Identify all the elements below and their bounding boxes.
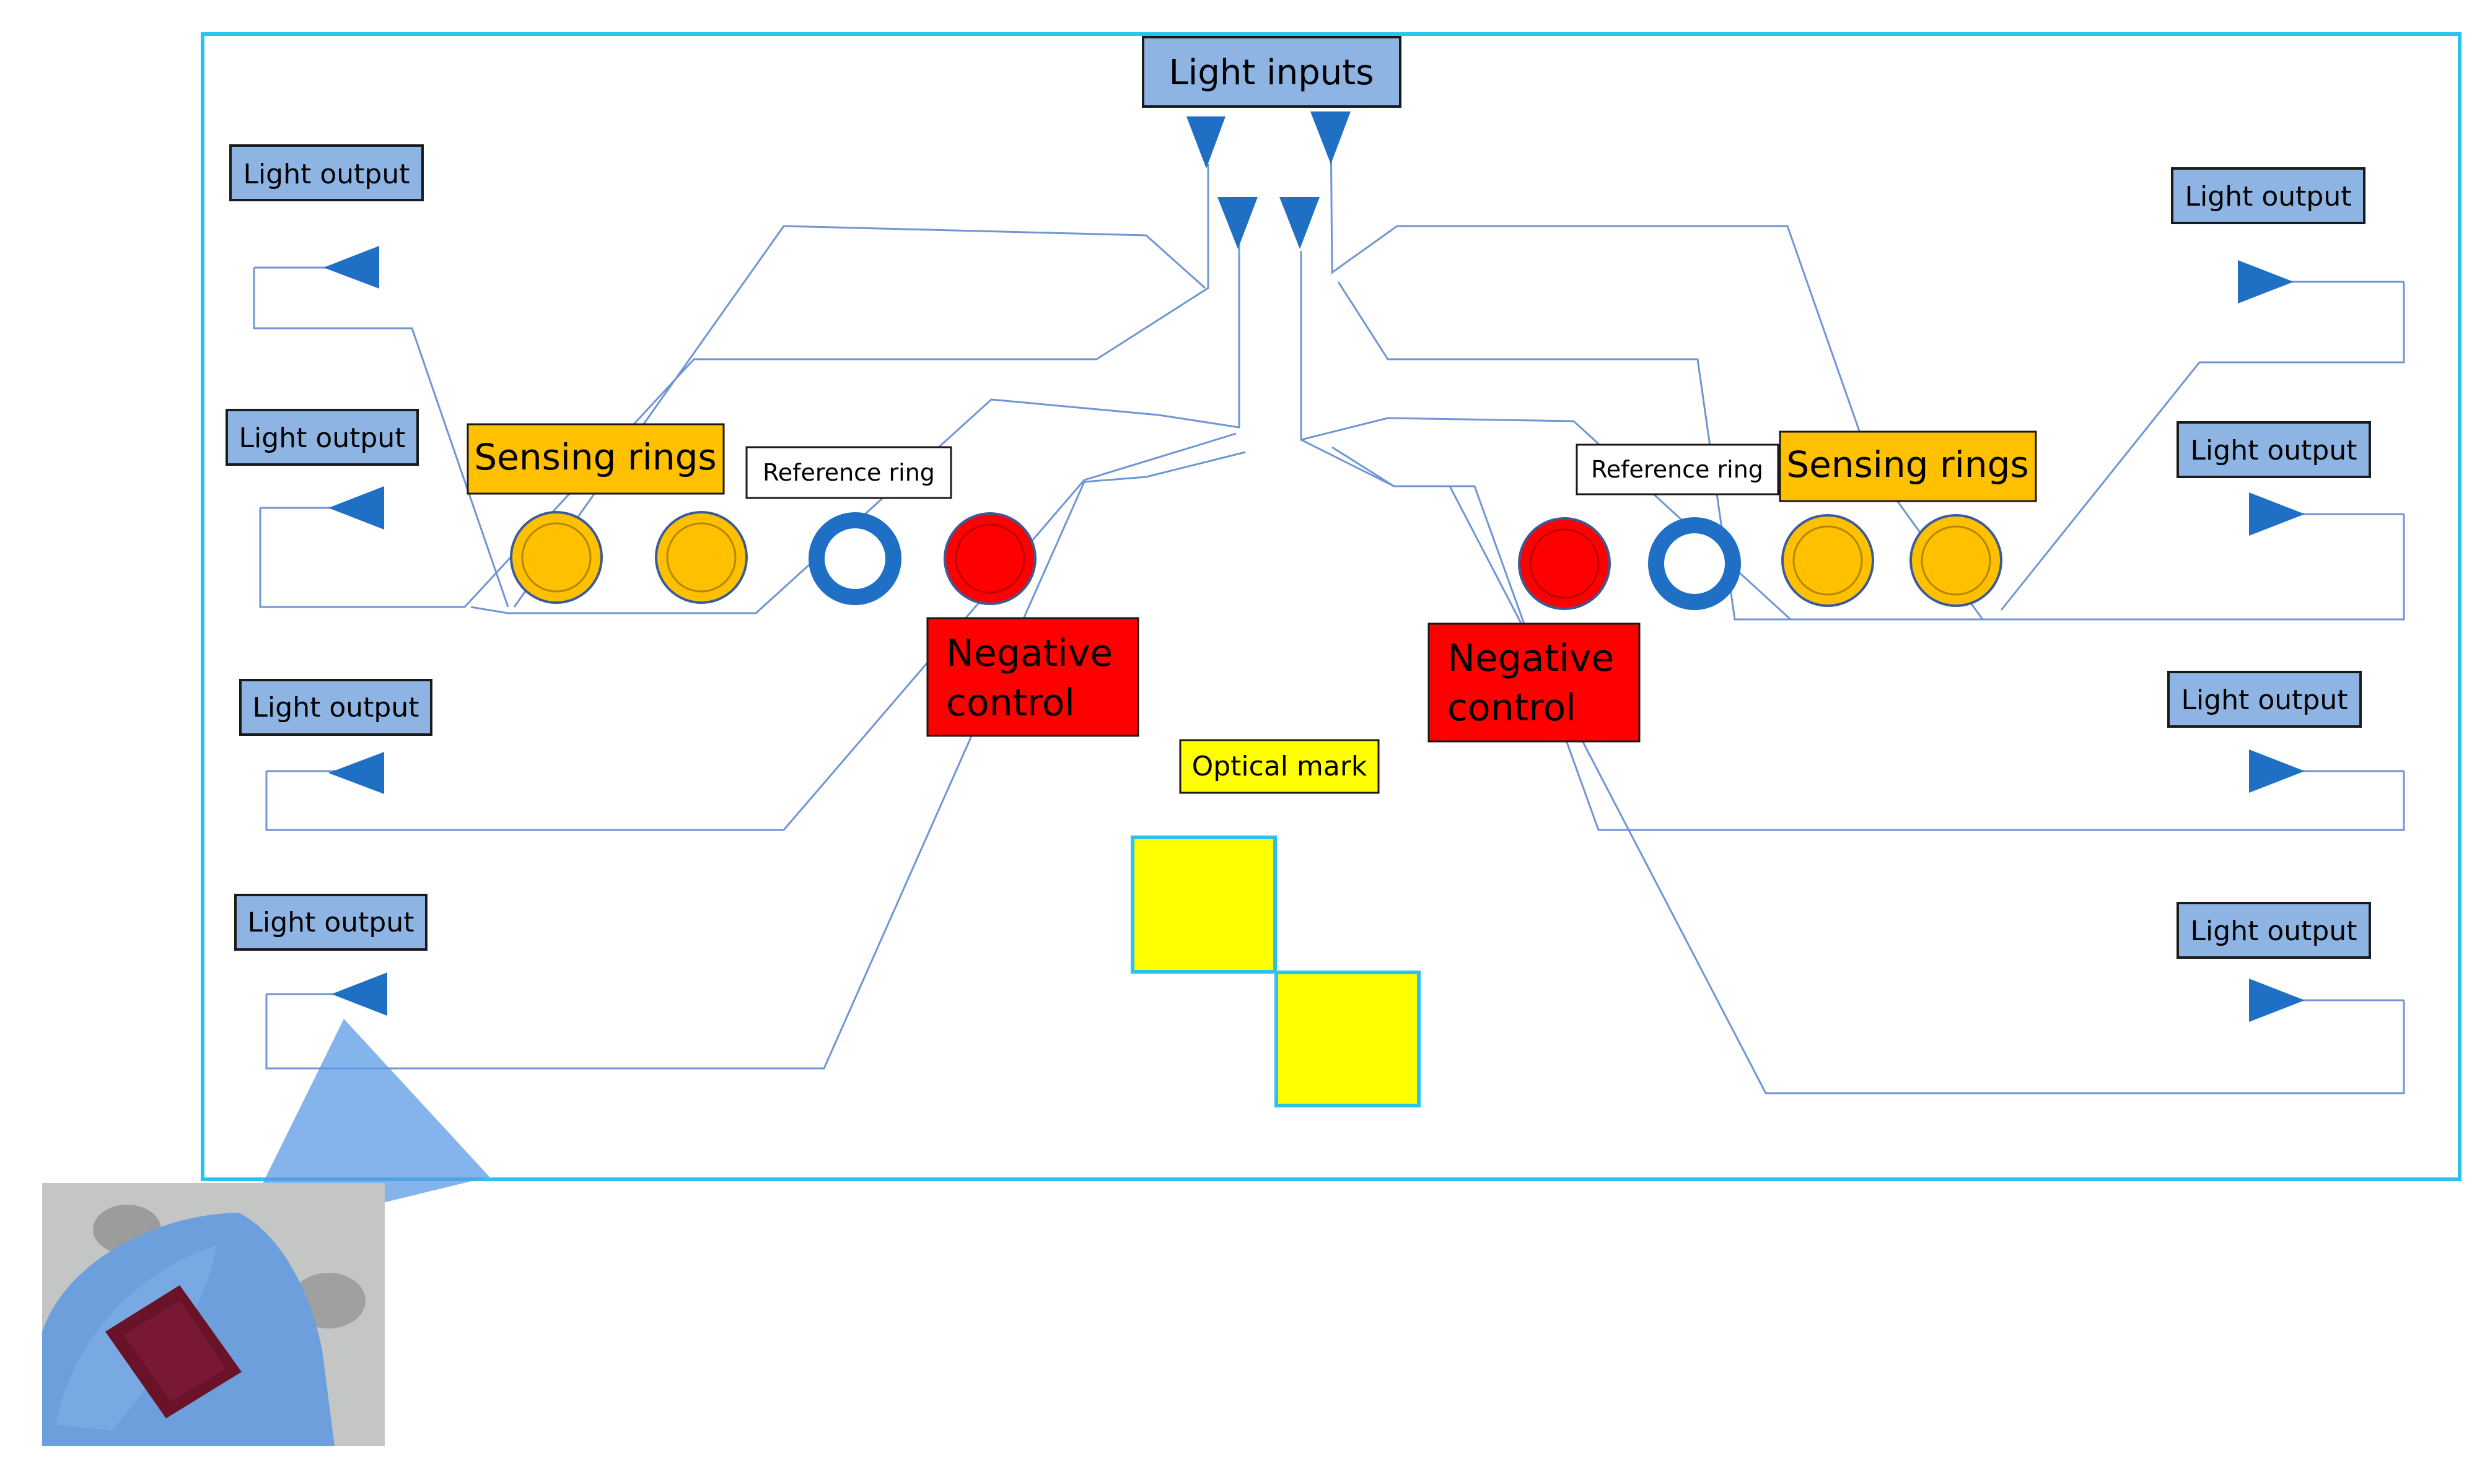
sensing-ring-inner bbox=[521, 522, 592, 593]
reference-ring bbox=[1648, 517, 1741, 610]
light-output-text: Light output bbox=[248, 907, 414, 938]
reference-ring-text: Reference ring bbox=[1591, 456, 1763, 483]
triangle-right-icon bbox=[2238, 260, 2294, 303]
left-outputs: Light output Light output Light output L… bbox=[226, 144, 432, 1016]
negative-control-text-line1: Negative bbox=[1447, 637, 1614, 680]
optical-mark-text: Optical mark bbox=[1192, 751, 1367, 782]
triangle-right-icon bbox=[2249, 979, 2305, 1022]
light-inputs-label: Light inputs bbox=[1142, 36, 1401, 108]
negative-control-ring-inner bbox=[955, 523, 1025, 594]
light-output-box bbox=[229, 144, 424, 201]
triangle-down-icon bbox=[1186, 116, 1225, 168]
negative-control-ring bbox=[1518, 517, 1611, 610]
triangle-left-icon bbox=[331, 972, 387, 1016]
sensing-rings-text: Sensing rings bbox=[1786, 443, 2028, 486]
waveguide bbox=[470, 245, 1240, 614]
photo-chip-inner bbox=[124, 1301, 226, 1401]
reference-ring-text: Reference ring bbox=[763, 459, 935, 486]
light-output-box bbox=[239, 679, 432, 736]
light-output-box bbox=[234, 894, 427, 951]
sensing-rings-label-right: Sensing rings bbox=[1779, 430, 2037, 502]
light-output-box bbox=[2177, 902, 2371, 959]
waveguide bbox=[1300, 439, 2405, 1094]
right-outputs: Light output Light output Light output L… bbox=[2167, 167, 2371, 1022]
triangle-right-icon bbox=[2249, 492, 2305, 536]
triangle-left-icon bbox=[328, 752, 384, 794]
triangle-left-icon bbox=[328, 486, 384, 530]
chip-photo bbox=[42, 1183, 385, 1446]
light-output-box bbox=[2171, 167, 2365, 224]
reference-ring-label-right: Reference ring bbox=[1576, 443, 1779, 495]
optical-mark bbox=[1131, 836, 1421, 1107]
light-output-text: Light output bbox=[243, 159, 410, 190]
sensing-ring-inner bbox=[666, 522, 737, 593]
sensing-ring-inner bbox=[1792, 525, 1863, 596]
negative-control-ring-inner bbox=[1529, 528, 1600, 599]
waveguide bbox=[253, 268, 509, 608]
sensing-ring bbox=[1909, 514, 2002, 607]
waveguide bbox=[259, 164, 1209, 608]
light-output-text: Light output bbox=[253, 692, 419, 723]
light-output-text: Light output bbox=[2185, 181, 2352, 212]
optical-mark-label: Optical mark bbox=[1179, 739, 1380, 794]
triangle-down-icon bbox=[1310, 111, 1351, 164]
sensing-ring-inner bbox=[1921, 525, 1991, 596]
sensing-ring bbox=[510, 511, 603, 604]
waveguides bbox=[253, 123, 2405, 1094]
negative-control-text-line2: control bbox=[946, 681, 1075, 725]
negative-control-label-right: Negative control bbox=[1427, 622, 1641, 743]
triangle-right-icon bbox=[2249, 749, 2305, 793]
reference-ring bbox=[809, 512, 901, 605]
left-ring-row bbox=[510, 511, 1037, 605]
triangle-down-icon bbox=[1217, 197, 1258, 249]
light-output-box bbox=[226, 409, 419, 466]
negative-control-label-left: Negative control bbox=[926, 617, 1139, 737]
input-ports bbox=[1186, 111, 1351, 249]
sensing-rings-text: Sensing rings bbox=[474, 436, 716, 478]
right-ring-row bbox=[1518, 514, 2002, 610]
negative-control-text-line1: Negative bbox=[946, 632, 1113, 675]
sensing-ring bbox=[1781, 514, 1874, 607]
optical-mark-square bbox=[1131, 836, 1277, 974]
triangle-left-icon bbox=[323, 246, 379, 289]
waveguide bbox=[2000, 282, 2405, 611]
reference-ring-label-left: Reference ring bbox=[745, 446, 952, 499]
negative-control-ring bbox=[944, 512, 1037, 605]
light-output-text: Light output bbox=[2191, 915, 2357, 947]
light-output-text: Light output bbox=[239, 422, 406, 454]
light-output-text: Light output bbox=[2181, 684, 2348, 716]
light-output-box bbox=[2177, 421, 2371, 478]
waveguide bbox=[1330, 123, 2405, 621]
light-inputs-text: Light inputs bbox=[1169, 53, 1374, 93]
sensing-ring bbox=[655, 511, 748, 604]
waveguide bbox=[513, 225, 1206, 608]
negative-control-text-line2: control bbox=[1447, 686, 1576, 730]
sensing-rings-label-left: Sensing rings bbox=[467, 423, 725, 495]
triangle-down-icon bbox=[1279, 197, 1320, 249]
light-output-box bbox=[2167, 671, 2362, 728]
light-output-text: Light output bbox=[2191, 435, 2357, 466]
optical-mark-square bbox=[1274, 971, 1421, 1107]
waveguide bbox=[265, 451, 1246, 1070]
